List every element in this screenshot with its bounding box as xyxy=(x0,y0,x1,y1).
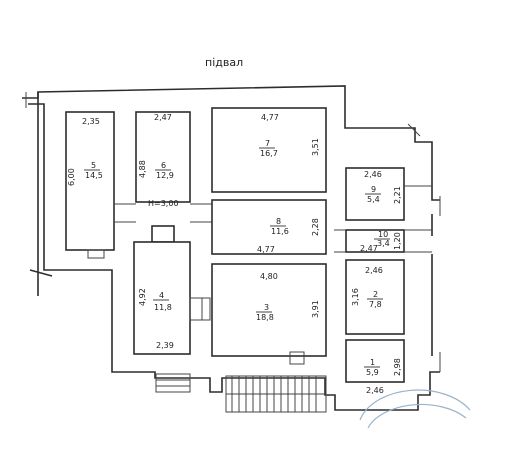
room-8-height: 2,28 xyxy=(311,218,320,236)
room-5-area: 14,5 xyxy=(85,171,103,180)
room-4-height: 4,92 xyxy=(138,288,147,306)
room-10-number: 10 xyxy=(378,230,388,239)
corridor: H=3,00 xyxy=(114,199,212,243)
room-7-area: 16,7 xyxy=(260,149,278,158)
room-9-number: 9 xyxy=(371,185,376,194)
room-9-height: 2,21 xyxy=(393,186,402,204)
room-6-height: 4,88 xyxy=(138,160,147,178)
room-5-width: 2,35 xyxy=(82,117,100,126)
room-2-area: 7,8 xyxy=(369,300,382,309)
room-10-width: 2,47 xyxy=(360,244,378,253)
room-2: 2,46 3,16 2 7,8 xyxy=(345,259,405,335)
room-6: 2,47 4,88 6 12,9 xyxy=(135,111,191,203)
room-8-width: 4,77 xyxy=(257,245,275,254)
room-3-width: 4,80 xyxy=(260,272,278,281)
ceiling-height: H=3,00 xyxy=(148,199,179,208)
right-openings xyxy=(334,185,432,253)
room-10: 10 3,4 2,47 1,20 xyxy=(345,229,405,253)
outer-walls xyxy=(22,85,441,411)
room-3-height: 3,91 xyxy=(311,300,320,318)
room-6-number: 6 xyxy=(161,161,166,170)
stamp xyxy=(359,389,471,429)
plan-title: підвал xyxy=(205,56,243,69)
room-8-area: 11,6 xyxy=(271,227,289,236)
room-6-area: 12,9 xyxy=(156,171,174,180)
room-3-area: 18,8 xyxy=(256,313,274,322)
room-4-number: 4 xyxy=(159,291,164,300)
room-2-height: 3,16 xyxy=(351,288,360,306)
room-4-area: 11,8 xyxy=(154,303,172,312)
room-8: 4,77 2,28 8 11,6 xyxy=(211,199,327,255)
room-3: 4,80 3,91 3 18,8 xyxy=(211,263,327,357)
room-7: 4,77 3,51 7 16,7 xyxy=(211,107,327,193)
room-3-number: 3 xyxy=(264,303,269,312)
room-9-width: 2,46 xyxy=(364,170,382,179)
room-1-number: 1 xyxy=(370,358,375,367)
room-5: 2,35 6,00 5 14,5 xyxy=(65,111,115,259)
room-6-width: 2,47 xyxy=(154,113,172,122)
room-9: 2,46 2,21 9 5,4 xyxy=(345,167,405,221)
room-5-height: 6,00 xyxy=(67,168,76,186)
room-1-height: 2,98 xyxy=(393,358,402,376)
stairs xyxy=(155,351,327,413)
room-8-number: 8 xyxy=(276,217,281,226)
room-10-height: 1,20 xyxy=(393,232,402,250)
room-2-width: 2,46 xyxy=(365,266,383,275)
room-7-number: 7 xyxy=(265,139,270,148)
room-2-number: 2 xyxy=(373,290,378,299)
room-5-number: 5 xyxy=(91,161,96,170)
room-4: 4,92 2,39 4 11,8 xyxy=(133,241,191,355)
room-7-width: 4,77 xyxy=(261,113,279,122)
room-1-width: 2,46 xyxy=(366,386,384,395)
room-4-width: 2,39 xyxy=(156,341,174,350)
room-9-area: 5,4 xyxy=(367,195,380,204)
door-block xyxy=(189,297,211,321)
room-7-height: 3,51 xyxy=(311,138,320,156)
room-1: 1 5,9 2,98 2,46 xyxy=(345,339,405,395)
room-10-area: 3,4 xyxy=(377,239,390,248)
room-1-area: 5,9 xyxy=(366,368,379,377)
